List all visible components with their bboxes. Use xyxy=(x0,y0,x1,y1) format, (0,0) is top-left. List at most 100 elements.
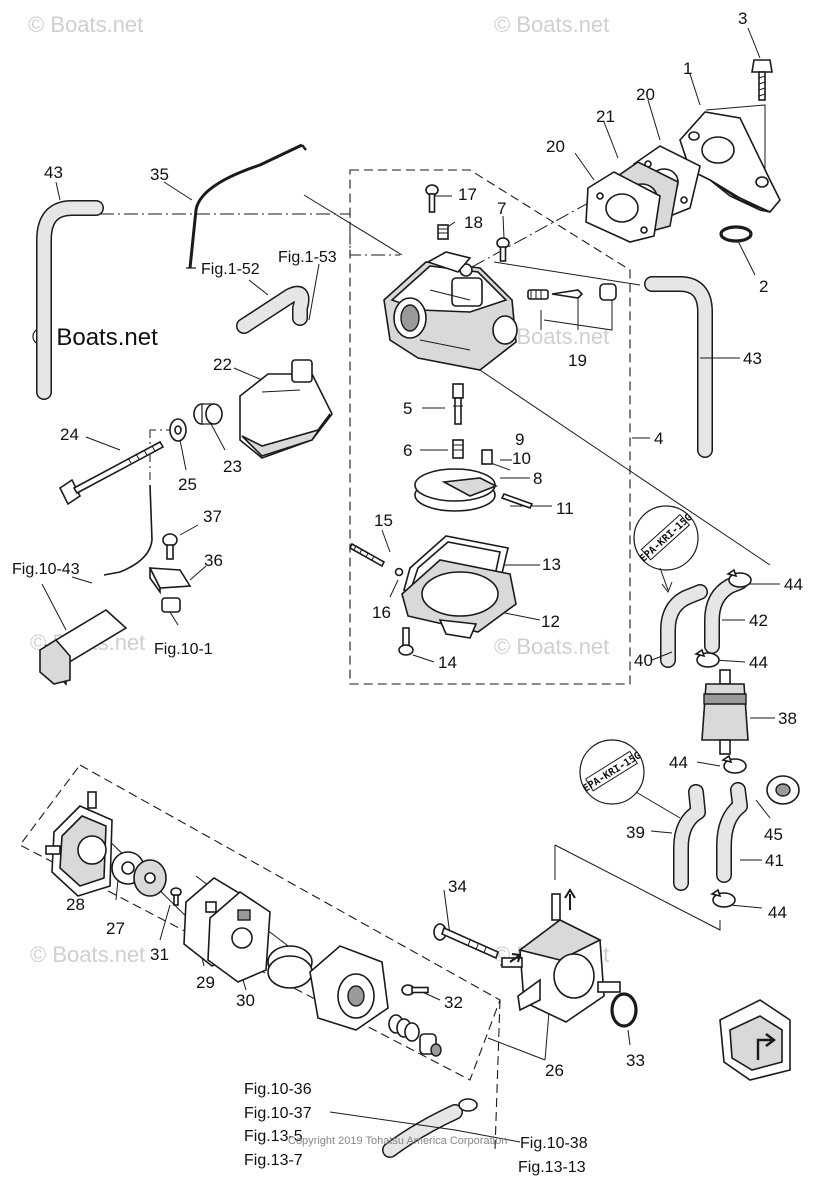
hose-43-right xyxy=(644,276,713,458)
stamp-lower: EPA-KRI-15G xyxy=(579,739,681,819)
callout-31: 31 xyxy=(150,945,169,964)
pin-11 xyxy=(500,493,534,509)
figref-1-52: Fig.1-52 xyxy=(201,261,260,278)
figref-10-1: Fig.10-1 xyxy=(154,641,213,658)
carburetor-body xyxy=(383,251,518,371)
fuel-system-right: EPA-KRI-15G EPA-KRI-15G xyxy=(579,505,800,1081)
callout-35: 35 xyxy=(150,165,169,184)
figref-1-53: Fig.1-53 xyxy=(278,249,337,266)
callout-29: 29 xyxy=(196,973,215,992)
manifold-1 xyxy=(679,111,781,213)
callout-23: 23 xyxy=(223,457,242,476)
figref-10-37: Fig.10-37 xyxy=(244,1105,312,1122)
callout-4: 4 xyxy=(654,429,663,448)
callout-20-upper: 20 xyxy=(636,85,655,104)
hose-43-left xyxy=(36,200,104,400)
figref-10-38: Fig.10-38 xyxy=(520,1135,588,1152)
watermark-low-left: © Boats.net xyxy=(30,942,145,967)
callout-44-c: 44 xyxy=(669,753,688,772)
screw-31 xyxy=(170,887,182,906)
cable-35 xyxy=(188,143,303,269)
callout-43-left: 43 xyxy=(44,163,63,182)
hoses xyxy=(36,200,748,1158)
callout-28: 28 xyxy=(66,895,85,914)
fuel-filter-38 xyxy=(701,669,749,755)
collar-23 xyxy=(193,403,223,425)
cables xyxy=(103,143,307,576)
watermark-mid-right-2: © Boats.net xyxy=(494,634,609,659)
callout-45: 45 xyxy=(764,825,783,844)
needle-valve-5 xyxy=(452,383,464,425)
callout-37: 37 xyxy=(203,507,222,526)
callout-22: 22 xyxy=(213,355,232,374)
callout-9: 9 xyxy=(515,430,524,449)
figure-references: Fig.1-52 Fig.1-53 Fig.10-43 Fig.10-1 Fig… xyxy=(12,249,588,1176)
callout-26: 26 xyxy=(545,1061,564,1080)
callout-10: 10 xyxy=(512,449,531,468)
callout-17: 17 xyxy=(458,185,477,204)
watermark-top-right: © Boats.net xyxy=(494,12,609,37)
callout-44-b: 44 xyxy=(749,653,768,672)
callout-numbers: 3 1 20 21 20 2 17 18 7 19 43 43 35 22 24… xyxy=(44,9,803,1080)
main-jet-6 xyxy=(452,439,464,459)
clip-fig10-38 xyxy=(458,1098,478,1112)
clip-44-top xyxy=(726,568,752,588)
diaphragm-30 xyxy=(207,890,271,983)
callout-20-lower: 20 xyxy=(546,137,565,156)
screw-32 xyxy=(401,984,429,996)
callout-42: 42 xyxy=(749,611,768,630)
o-ring-16 xyxy=(394,567,404,577)
spring-pair xyxy=(267,945,313,989)
float-valve-9 xyxy=(481,449,493,465)
leader-lines xyxy=(41,27,780,1143)
plunger xyxy=(419,1033,442,1057)
figref-10-36: Fig.10-36 xyxy=(244,1081,312,1098)
pump-to-hose-lead xyxy=(494,999,501,1151)
callout-14: 14 xyxy=(438,653,457,672)
callout-27: 27 xyxy=(106,919,125,938)
callout-18: 18 xyxy=(464,213,483,232)
fuel-pump-26 xyxy=(501,888,621,1023)
intake-parts xyxy=(585,59,781,243)
screw-17 xyxy=(425,184,439,213)
callout-21: 21 xyxy=(596,107,615,126)
clip-44-low xyxy=(721,754,747,774)
callout-12: 12 xyxy=(541,612,560,631)
screw-14 xyxy=(398,627,414,656)
callout-7: 7 xyxy=(497,199,506,218)
left-parts xyxy=(39,359,333,686)
callout-36: 36 xyxy=(204,551,223,570)
screw-37 xyxy=(162,533,178,560)
pump-icon xyxy=(719,999,791,1081)
callout-8: 8 xyxy=(533,469,542,488)
callout-41: 41 xyxy=(765,851,784,870)
bolt-34 xyxy=(433,923,499,960)
watermark-top-left: © Boats.net xyxy=(28,12,143,37)
stamp-upper: EPA-KRI-15G xyxy=(633,505,699,594)
o-ring-2 xyxy=(719,225,753,243)
callout-30: 30 xyxy=(236,991,255,1010)
callout-43-right: 43 xyxy=(743,349,762,368)
pilot-screw-19 xyxy=(527,283,617,301)
bolt-3 xyxy=(751,59,773,101)
clip-44-bottom xyxy=(710,888,736,908)
watermark-prominent: © Boats.net xyxy=(32,324,158,351)
figref-13-7: Fig.13-7 xyxy=(244,1152,303,1169)
washer-25 xyxy=(169,418,187,442)
fuel-pump-assembly-boundary xyxy=(19,764,501,1081)
jet-18 xyxy=(437,224,449,240)
callout-19: 19 xyxy=(568,351,587,370)
bolt-24 xyxy=(58,440,165,506)
pump-body-center xyxy=(309,945,389,1031)
callout-13: 13 xyxy=(542,555,561,574)
carburetor-small-parts xyxy=(348,184,617,656)
callout-6: 6 xyxy=(403,441,412,460)
silencer-22 xyxy=(239,359,333,459)
callout-32: 32 xyxy=(444,993,463,1012)
callout-44-d: 44 xyxy=(768,903,787,922)
fuel-pump-parts xyxy=(45,791,638,1112)
callout-15: 15 xyxy=(374,511,393,530)
callout-5: 5 xyxy=(403,399,412,418)
callout-1: 1 xyxy=(683,59,692,78)
clip-44-mid xyxy=(694,648,720,668)
